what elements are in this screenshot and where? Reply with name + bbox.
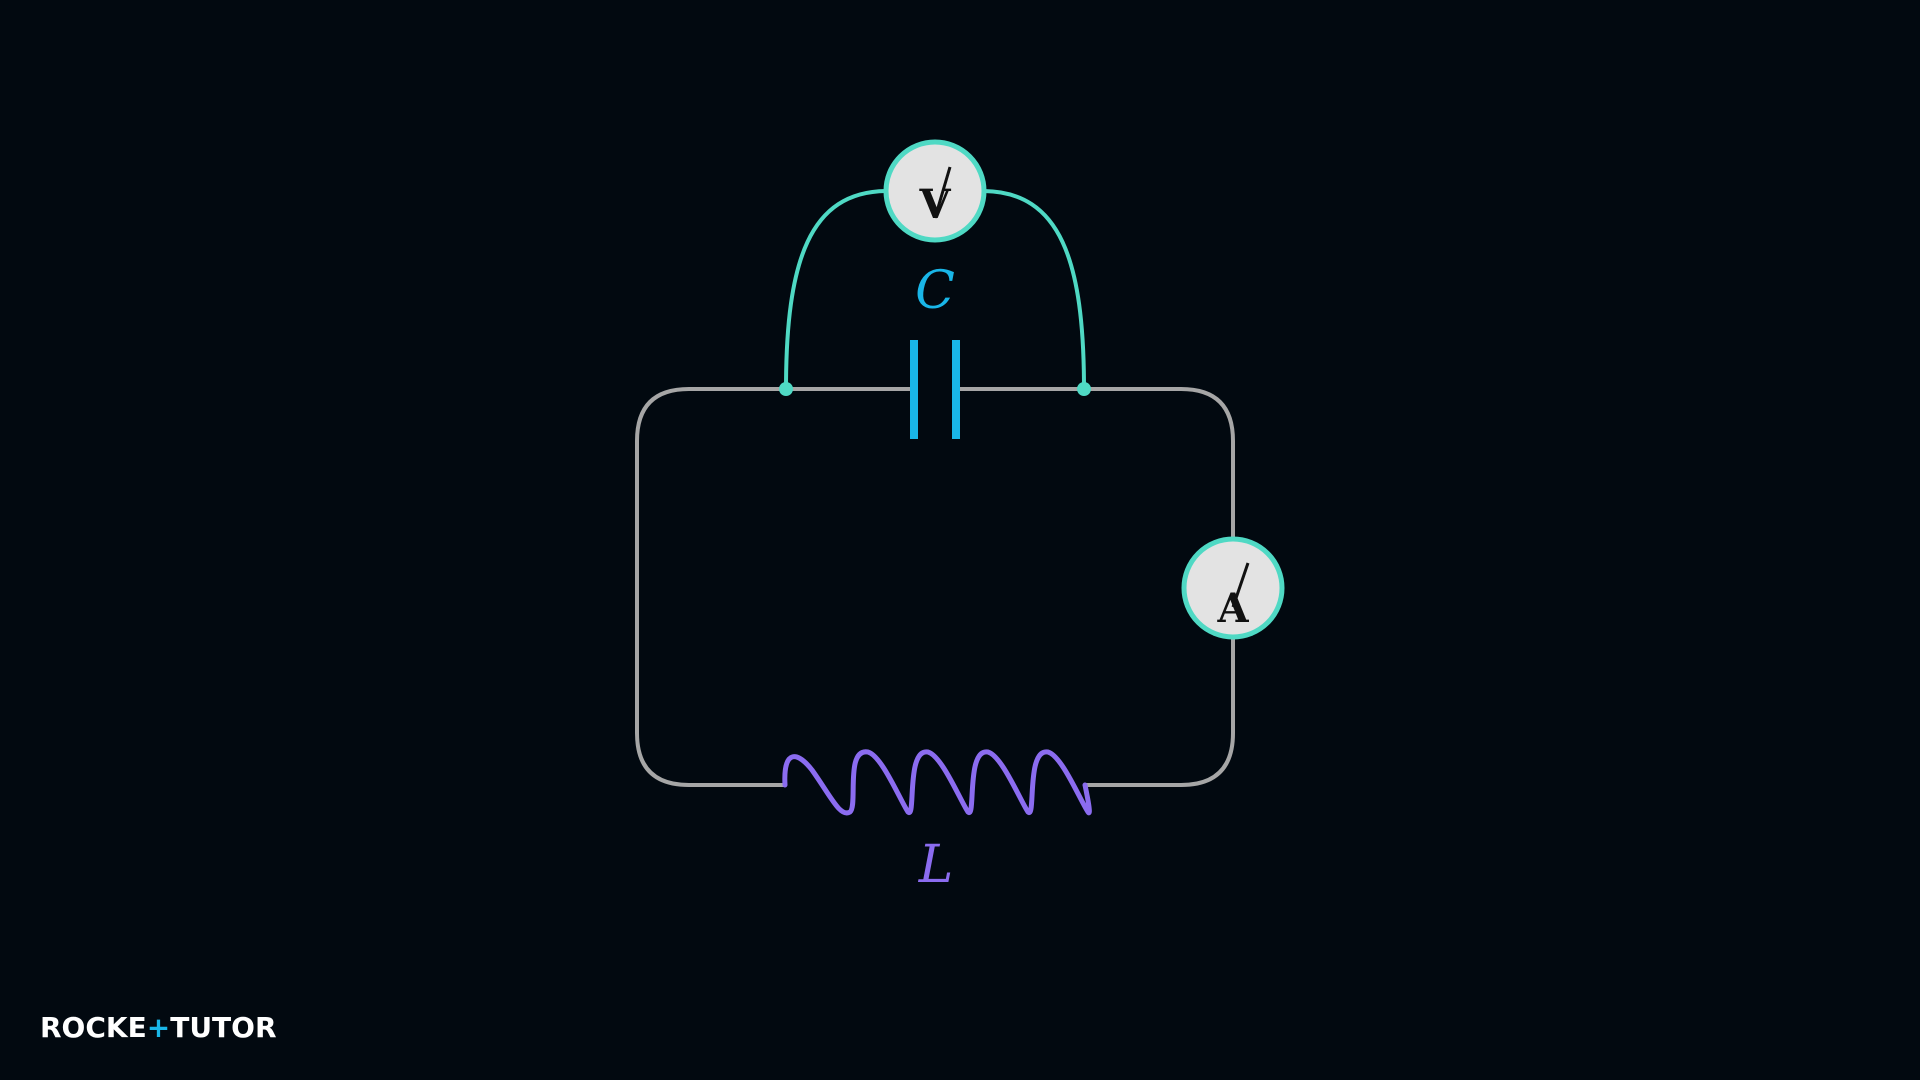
voltmeter-label: V — [918, 181, 951, 228]
voltmeter-lead-left — [784, 189, 887, 390]
brand-plus-icon: + — [146, 1011, 171, 1044]
brand-text-part2: TUTO — [170, 1011, 255, 1044]
junction-left — [779, 382, 793, 396]
voltmeter-lead-right — [983, 189, 1086, 390]
ammeter-needle — [1231, 562, 1250, 608]
capacitor-label: C — [915, 261, 955, 321]
capacitor-icon — [910, 340, 960, 439]
inductor-coil-icon — [782, 749, 1092, 816]
junction-right — [1077, 382, 1091, 396]
brand-text-part3: R — [254, 1011, 277, 1044]
ammeter-icon: A — [1181, 536, 1285, 640]
ammeter-label: A — [1216, 585, 1249, 632]
voltmeter-icon: V — [883, 139, 987, 243]
voltmeter-needle — [933, 166, 952, 219]
inductor-label: L — [918, 835, 954, 895]
brand-text-part1: ROCKE — [40, 1011, 147, 1044]
circuit-wire-loop — [635, 387, 1235, 787]
